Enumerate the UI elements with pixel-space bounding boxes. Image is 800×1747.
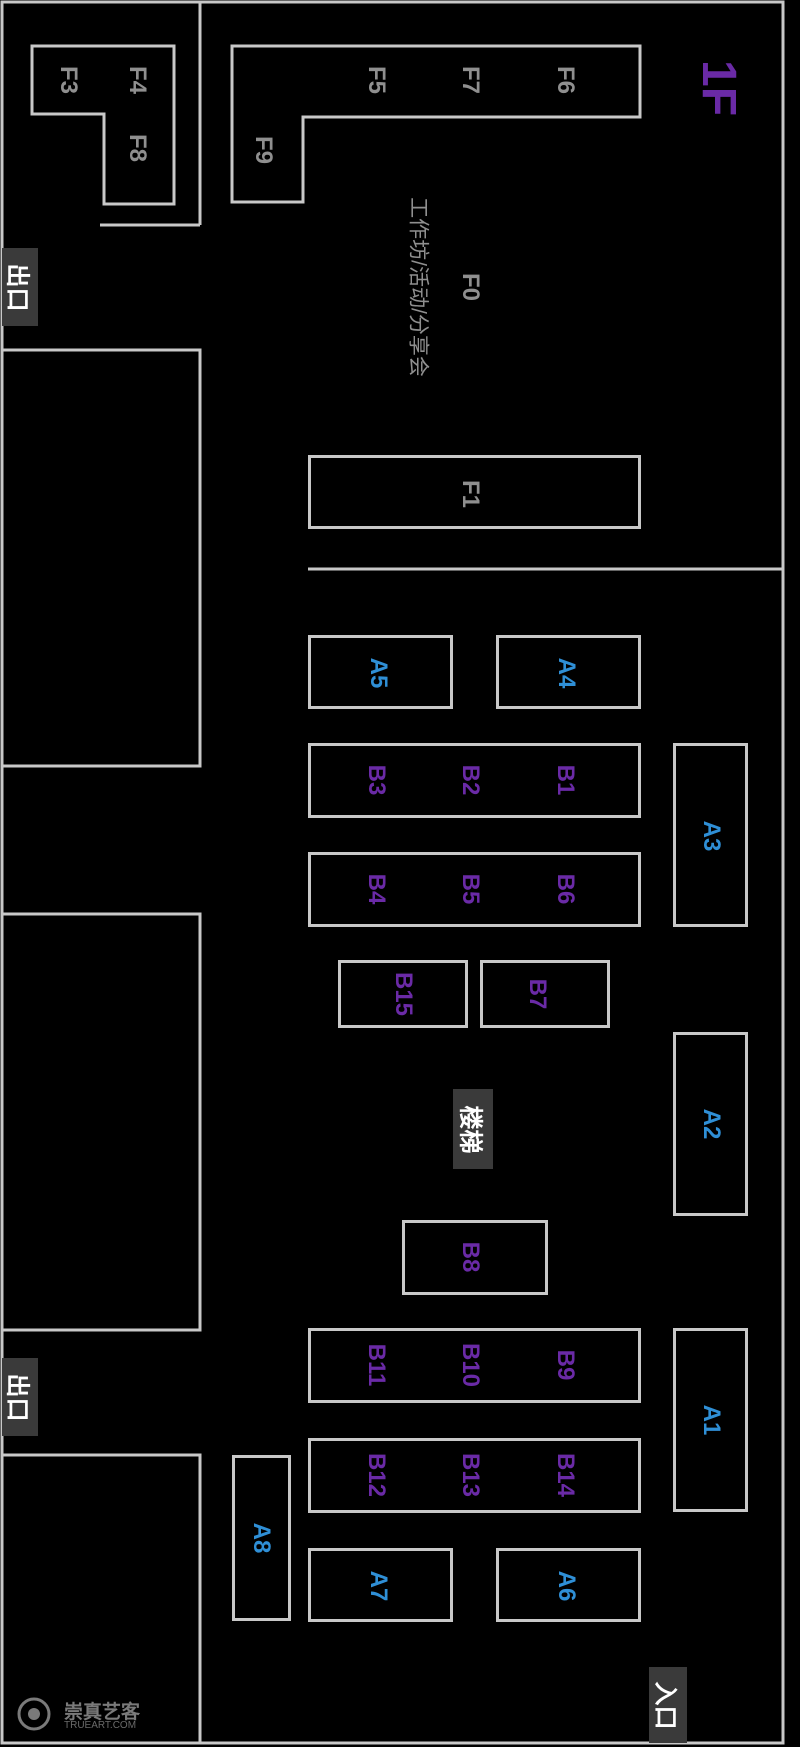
booth-row-b9-b11 xyxy=(308,1328,641,1403)
booth-b6[interactable]: B6 xyxy=(552,873,579,905)
entrance-marker: 入口 xyxy=(649,1667,687,1743)
booth-b8[interactable]: B8 xyxy=(457,1241,484,1273)
booth-f0-note: 工作坊/活动/分享会 xyxy=(406,197,430,377)
booth-b7[interactable]: B7 xyxy=(524,978,551,1010)
booth-f4[interactable]: F4 xyxy=(124,65,151,95)
booth-b1[interactable]: B1 xyxy=(552,764,579,796)
booth-f3[interactable]: F3 xyxy=(55,65,82,95)
booth-row-b1-b3 xyxy=(308,743,641,818)
booth-f7[interactable]: F7 xyxy=(457,65,484,95)
booth-b3[interactable]: B3 xyxy=(363,764,390,796)
booth-f0[interactable]: F0 xyxy=(457,272,484,302)
booth-a4[interactable]: A4 xyxy=(553,657,580,689)
booth-b13[interactable]: B13 xyxy=(457,1452,484,1498)
floor-label: 1F xyxy=(692,59,745,117)
booth-f6[interactable]: F6 xyxy=(552,65,579,95)
booth-a3[interactable]: A3 xyxy=(698,820,725,852)
booth-a1[interactable]: A1 xyxy=(698,1404,725,1436)
booth-b5[interactable]: B5 xyxy=(457,873,484,905)
exit-label-top: 出口 xyxy=(3,263,31,311)
exit-marker-bottom: 出口 xyxy=(2,1358,38,1436)
booth-a6[interactable]: A6 xyxy=(553,1570,580,1602)
booth-b4[interactable]: B4 xyxy=(363,873,390,905)
booth-a5-box[interactable] xyxy=(308,635,453,709)
booth-f1[interactable]: F1 xyxy=(457,479,484,509)
booth-f5[interactable]: F5 xyxy=(363,65,390,95)
booth-a7-box[interactable] xyxy=(308,1548,453,1622)
watermark-domain: TRUEART.COM xyxy=(64,1720,137,1731)
booth-row-b4-b6 xyxy=(308,852,641,927)
stairs-label: 楼梯 xyxy=(456,1105,484,1153)
booth-a8[interactable]: A8 xyxy=(248,1522,275,1554)
exit-marker-top: 出口 xyxy=(2,248,38,326)
booth-a5[interactable]: A5 xyxy=(365,657,392,689)
booth-b15[interactable]: B15 xyxy=(390,971,417,1017)
booth-b11[interactable]: B11 xyxy=(363,1343,390,1387)
booth-row-b12-b14 xyxy=(308,1438,641,1513)
booth-f9[interactable]: F9 xyxy=(250,135,277,165)
entrance-label: 入口 xyxy=(651,1681,679,1729)
booth-b2[interactable]: B2 xyxy=(457,764,484,796)
booth-a4-box[interactable] xyxy=(496,635,641,709)
watermark-name: 崇真艺客 xyxy=(64,1702,141,1723)
watermark-logo-icon xyxy=(17,1697,51,1731)
booth-b10[interactable]: B10 xyxy=(457,1342,484,1388)
booth-a2-box[interactable] xyxy=(673,1032,748,1216)
booth-a3-box[interactable] xyxy=(673,743,748,927)
booth-a7[interactable]: A7 xyxy=(365,1570,392,1602)
booth-a6-box[interactable] xyxy=(496,1548,641,1622)
booth-a8-box[interactable] xyxy=(232,1455,291,1621)
booth-b8-box[interactable] xyxy=(402,1220,548,1295)
booth-a2[interactable]: A2 xyxy=(698,1108,725,1140)
booth-b7-box[interactable] xyxy=(480,960,610,1028)
exit-label-bottom: 出口 xyxy=(3,1373,31,1421)
watermark: 崇真艺客 TRUEART.COM xyxy=(16,1694,140,1734)
booth-b15-box[interactable] xyxy=(338,960,468,1028)
booth-f1-box[interactable] xyxy=(308,455,641,529)
booth-b14[interactable]: B14 xyxy=(552,1452,579,1498)
booth-b12[interactable]: B12 xyxy=(363,1452,390,1498)
booth-b9[interactable]: B9 xyxy=(552,1349,579,1381)
booth-f8[interactable]: F8 xyxy=(124,133,151,163)
booth-a1-box[interactable] xyxy=(673,1328,748,1512)
stairs-marker: 楼梯 xyxy=(453,1089,493,1169)
